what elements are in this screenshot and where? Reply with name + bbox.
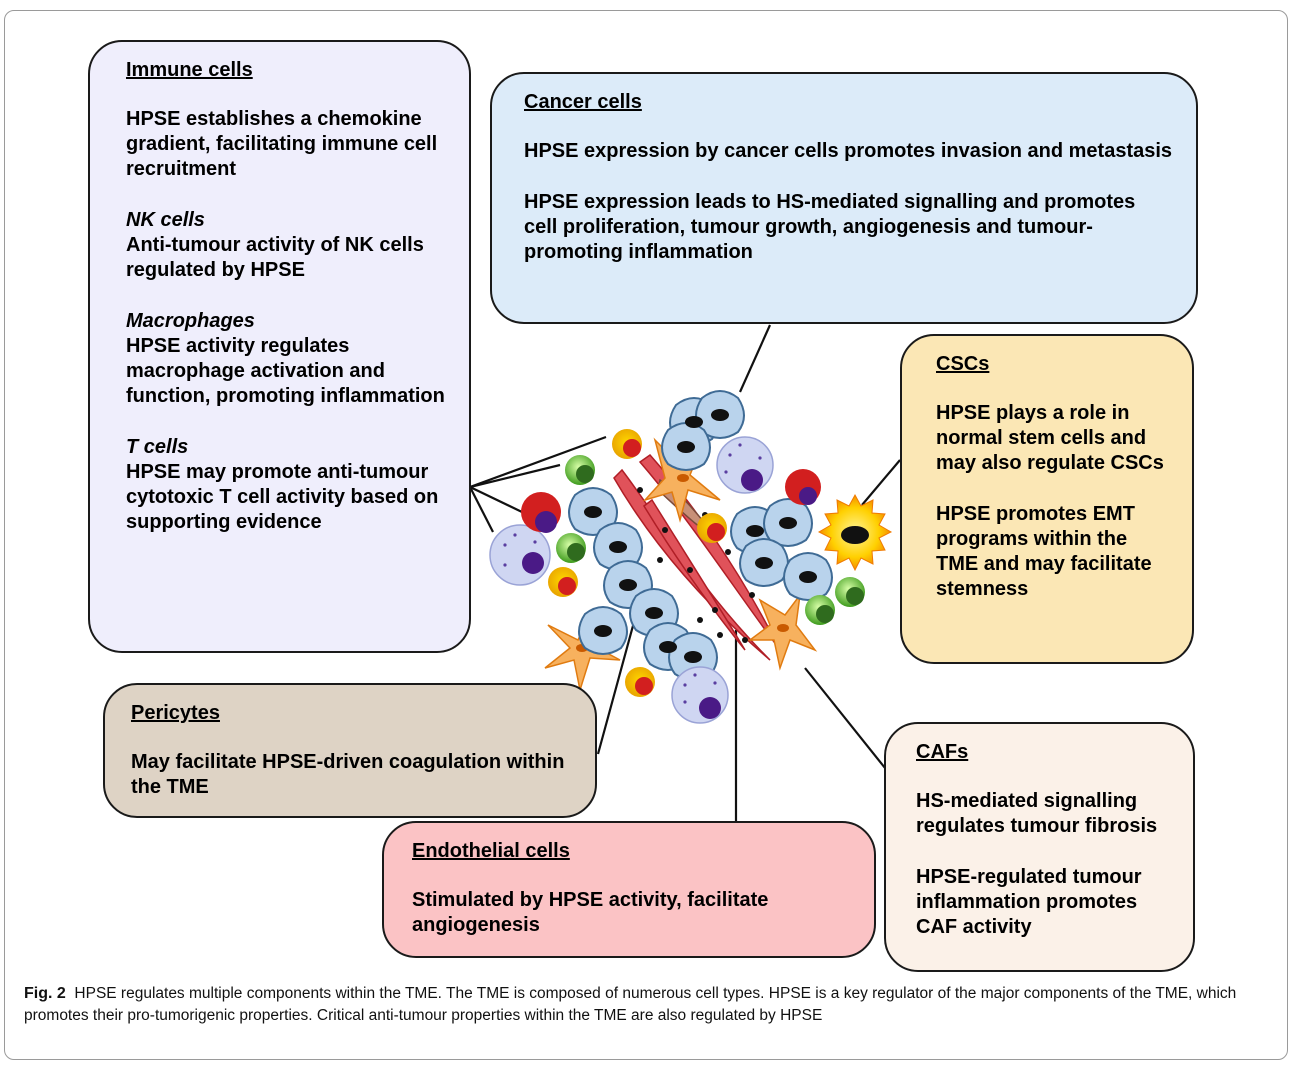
nk-text: Anti-tumour activity of NK cells regulat…: [126, 234, 424, 281]
nk-title: NK cells: [126, 209, 205, 231]
cafs-text-2: HPSE-regulated tumour inflammation promo…: [916, 866, 1142, 938]
caption-label: Fig. 2: [24, 985, 66, 1002]
immune-heading: Immune cells: [126, 59, 253, 81]
connector-line: [469, 486, 523, 513]
connector-line: [469, 435, 607, 489]
pericytes-box: Pericytes May facilitate HPSE-driven coa…: [103, 683, 597, 818]
connector-line: [861, 459, 901, 506]
macrophage-nuclei: [522, 469, 763, 719]
immune-cells-box: Immune cells HPSE establishes a chemokin…: [88, 40, 471, 653]
nk-section: NK cells Anti-tumour activity of NK cell…: [126, 208, 447, 283]
macrophage-section: Macrophages HPSE activity regulates macr…: [126, 309, 447, 409]
macrophage-title: Macrophages: [126, 310, 255, 332]
t-cells: [548, 429, 727, 697]
cafs-text-1: HS-mediated signalling regulates tumour …: [916, 790, 1158, 837]
macrophage-granules: [503, 443, 762, 704]
cscs-box: CSCs HPSE plays a role in normal stem ce…: [900, 334, 1194, 664]
macrophage-text: HPSE activity regulates macrophage activ…: [126, 335, 445, 407]
cscs-text-2: HPSE promotes EMT programs within the TM…: [936, 503, 1152, 600]
pericytes-text: May facilitate HPSE-driven coagulation w…: [131, 751, 565, 798]
t-cell-text: HPSE may promote anti-tumour cytotoxic T…: [126, 461, 439, 533]
t-cell-title: T cells: [126, 436, 189, 458]
cancer-nuclei: [584, 409, 817, 663]
endothelial-cell: [643, 498, 746, 651]
nk-cells: [556, 455, 865, 625]
pericytes-heading: Pericytes: [131, 702, 220, 724]
cafs-box: CAFs HS-mediated signalling regulates tu…: [884, 722, 1195, 972]
endothelial-heading: Endothelial cells: [412, 840, 570, 862]
connector-lines: [469, 324, 901, 822]
cscs-heading: CSCs: [936, 353, 990, 375]
cancer-heading: Cancer cells: [524, 91, 642, 113]
cancer-cells-box: Cancer cells HPSE expression by cancer c…: [490, 72, 1198, 324]
immune-intro: HPSE establishes a chemokine gradient, f…: [126, 108, 438, 180]
endothelial-cells-box: Endothelial cells Stimulated by HPSE act…: [382, 821, 876, 958]
connector-line: [469, 463, 561, 489]
macrophage: [489, 524, 551, 586]
cancer-text-2: HPSE expression leads to HS-mediated sig…: [524, 191, 1136, 263]
connector-line: [469, 486, 494, 533]
csc-cell: [817, 493, 893, 572]
cafs-heading: CAFs: [916, 741, 969, 763]
t-cell-section: T cells HPSE may promote anti-tumour cyt…: [126, 435, 447, 535]
granulocytes: [521, 469, 821, 533]
cscs-text-1: HPSE plays a role in normal stem cells a…: [936, 402, 1164, 474]
connector-line: [738, 324, 772, 393]
cancer-text-1: HPSE expression by cancer cells promotes…: [524, 140, 1173, 162]
figure-frame: [4, 10, 1288, 1060]
endothelial-text: Stimulated by HPSE activity, facilitate …: [412, 889, 769, 936]
connector-line: [804, 667, 886, 769]
macrophage: [671, 666, 729, 724]
figure-caption: Fig. 2 HPSE regulates multiple component…: [24, 983, 1274, 1027]
caption-text: HPSE regulates multiple components withi…: [24, 985, 1237, 1024]
